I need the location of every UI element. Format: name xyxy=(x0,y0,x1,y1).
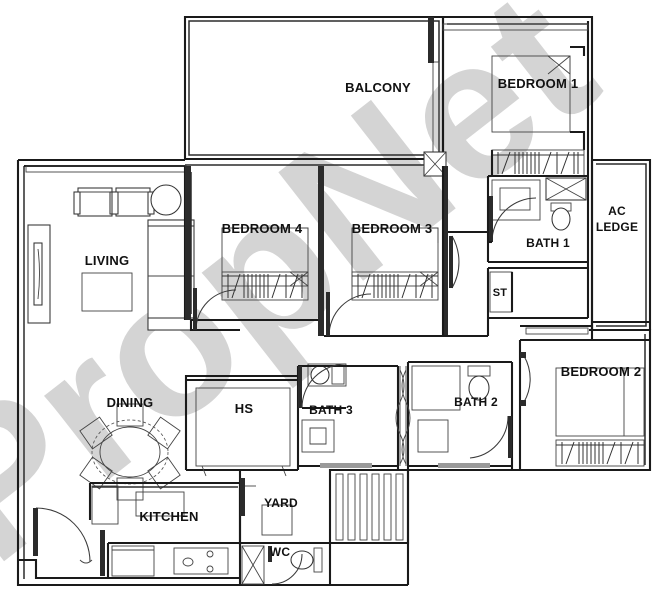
bed-4 xyxy=(221,227,309,287)
bed-3 xyxy=(351,227,439,287)
kitchen-hob xyxy=(173,547,229,575)
wc-room xyxy=(238,541,332,587)
label-hs: HS xyxy=(235,401,254,416)
coffee-table xyxy=(81,272,133,312)
bath3-door-arc xyxy=(301,363,347,409)
living-room-furniture xyxy=(27,184,195,331)
label-bedroom-3: BEDROOM 3 xyxy=(352,221,433,236)
bedroom-1 xyxy=(490,45,586,177)
label-bath-2: BATH 2 xyxy=(454,395,498,409)
label-balcony: BALCONY xyxy=(345,80,411,95)
drying-rack-slats xyxy=(328,468,410,545)
label-living: LIVING xyxy=(85,253,130,268)
label-yard: YARD xyxy=(264,496,298,510)
kitchen xyxy=(18,481,242,580)
bath2-shower xyxy=(417,419,449,453)
bath2-counter xyxy=(411,365,461,411)
label-ac-ledge-line2: LEDGE xyxy=(596,220,638,234)
dining-chairs xyxy=(79,403,181,501)
wardrobe-hatch-3 xyxy=(352,273,438,299)
entrance-door-arc xyxy=(35,507,91,563)
label-kitchen: KITCHEN xyxy=(139,509,198,524)
label-bath-3: BATH 3 xyxy=(309,403,353,417)
label-bedroom-1: BEDROOM 1 xyxy=(498,76,579,91)
sliding-door-panels xyxy=(395,366,411,466)
label-bedroom-2: BEDROOM 2 xyxy=(561,364,642,379)
bedroom2-door-arc xyxy=(523,355,531,403)
label-ac-ledge-line1: AC xyxy=(608,204,626,218)
store-room xyxy=(486,266,588,320)
corridor xyxy=(441,166,490,338)
armchair-left xyxy=(73,187,117,217)
kitchen-cabinet xyxy=(111,545,155,577)
kitchen-counter-top xyxy=(135,491,185,517)
kitchen-fridge xyxy=(91,485,119,525)
hs-box xyxy=(195,387,291,467)
label-wc: WC xyxy=(270,545,291,559)
bath-2 xyxy=(406,360,514,470)
wardrobe-hatch-4 xyxy=(222,273,308,299)
bedroom-3-furniture xyxy=(326,227,439,337)
wc-toilet xyxy=(290,550,314,570)
bath-3 xyxy=(296,363,400,470)
round-side-table xyxy=(150,184,182,216)
bed-1 xyxy=(491,55,571,133)
upper-partitions xyxy=(183,166,448,338)
label-bath-1: BATH 1 xyxy=(526,236,570,250)
label-dining: DINING xyxy=(107,395,154,410)
bedroom-4-furniture xyxy=(193,227,309,331)
bath3-shower xyxy=(301,419,335,453)
armchair-right xyxy=(111,187,155,217)
label-st: ST xyxy=(493,287,508,299)
corridor-door-arc xyxy=(451,235,460,289)
label-bedroom-4: BEDROOM 4 xyxy=(222,221,303,236)
bed-2 xyxy=(555,367,645,437)
dining-set xyxy=(79,403,181,501)
washing-machine xyxy=(261,504,293,536)
room-labels: BALCONY BEDROOM 1 BEDROOM 4 BEDROOM 3 BE… xyxy=(85,76,642,559)
wc-door-arc xyxy=(271,553,303,585)
bath2-door-arc xyxy=(469,415,509,459)
wardrobe-2 xyxy=(555,439,645,467)
bath-1 xyxy=(486,174,588,264)
balcony-glazing xyxy=(25,17,589,177)
bedroom-2 xyxy=(518,324,650,470)
